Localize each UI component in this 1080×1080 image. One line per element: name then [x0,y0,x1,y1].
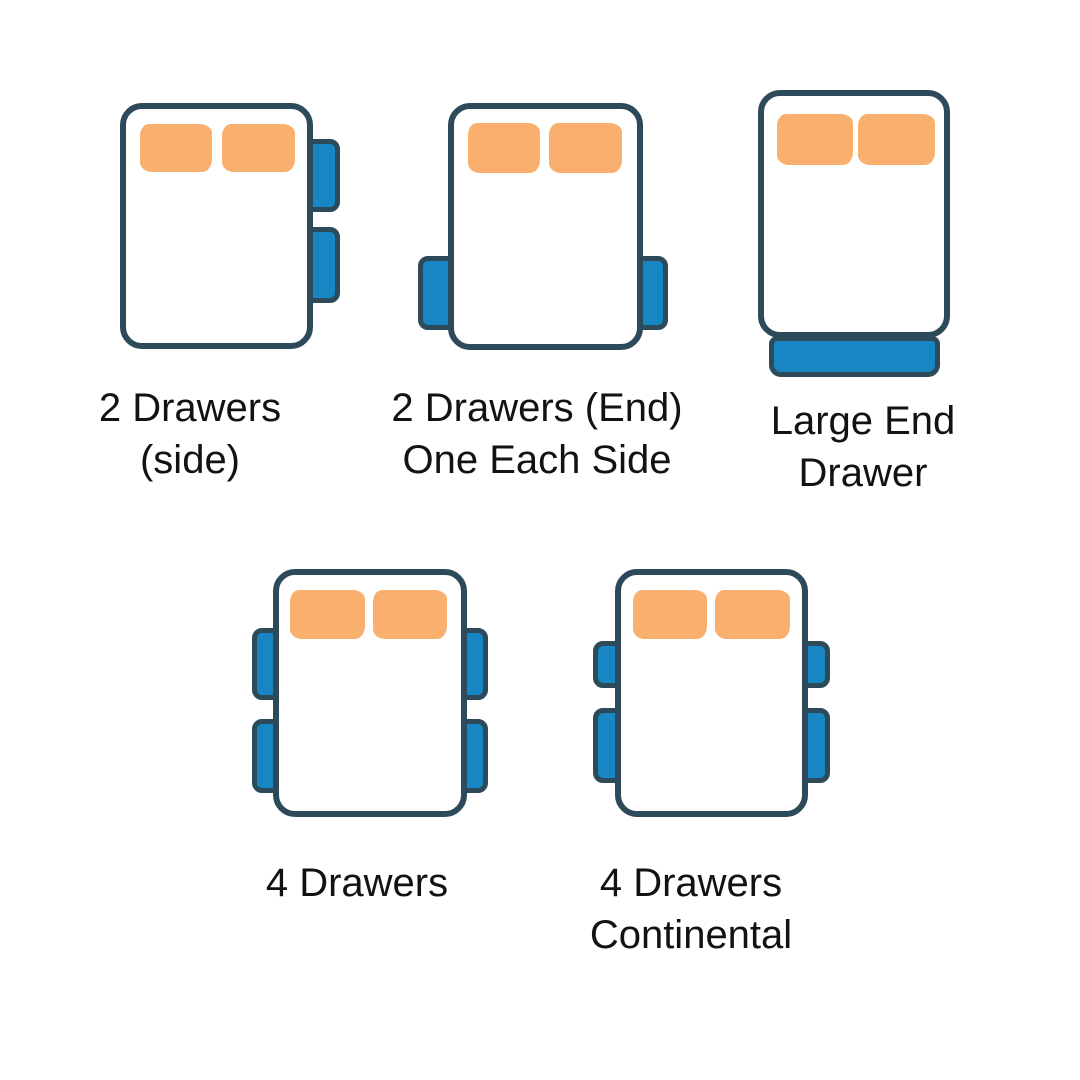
bed-body [120,103,313,349]
drawer [280,227,340,303]
bed-body [758,90,950,338]
drawer [770,708,830,783]
bed-label-2-drawers-end: 2 Drawers (End) One Each Side [277,382,797,486]
pillow [858,114,935,165]
pillow [373,590,447,639]
pillow [549,123,622,173]
drawer [252,719,312,793]
drawer [418,256,478,330]
bed-label-line: 4 Drawers [265,861,449,905]
drawer [770,641,830,688]
bed-label-line: 4 Drawers [599,861,783,905]
bed-label-2-drawers-side: 2 Drawers (side) [0,382,450,486]
bed-label-4-drawers: 4 Drawers [97,857,617,909]
bed-body [273,569,467,817]
pillow [633,590,707,639]
drawer [608,256,668,330]
pillow [715,590,790,639]
pillow [222,124,295,172]
drawer [593,641,653,688]
bed-label-line: Continental [589,913,793,957]
pillow [290,590,365,639]
bed-label-line: 2 Drawers [98,386,282,430]
bed-body [615,569,808,817]
drawer [593,708,653,783]
drawer [769,336,940,377]
bed-body [448,103,643,350]
bed-label-line: One Each Side [402,438,672,482]
bed-label-line: 2 Drawers (End) [391,386,683,430]
drawer [252,628,312,700]
drawer [280,139,340,212]
bed-label-line: Drawer [798,451,928,495]
bed-label-line: Large End [770,399,956,443]
bed-label-line: (side) [139,438,241,482]
pillow [777,114,853,165]
pillow [140,124,212,172]
drawer [428,719,488,793]
drawer [428,628,488,700]
pillow [468,123,540,173]
